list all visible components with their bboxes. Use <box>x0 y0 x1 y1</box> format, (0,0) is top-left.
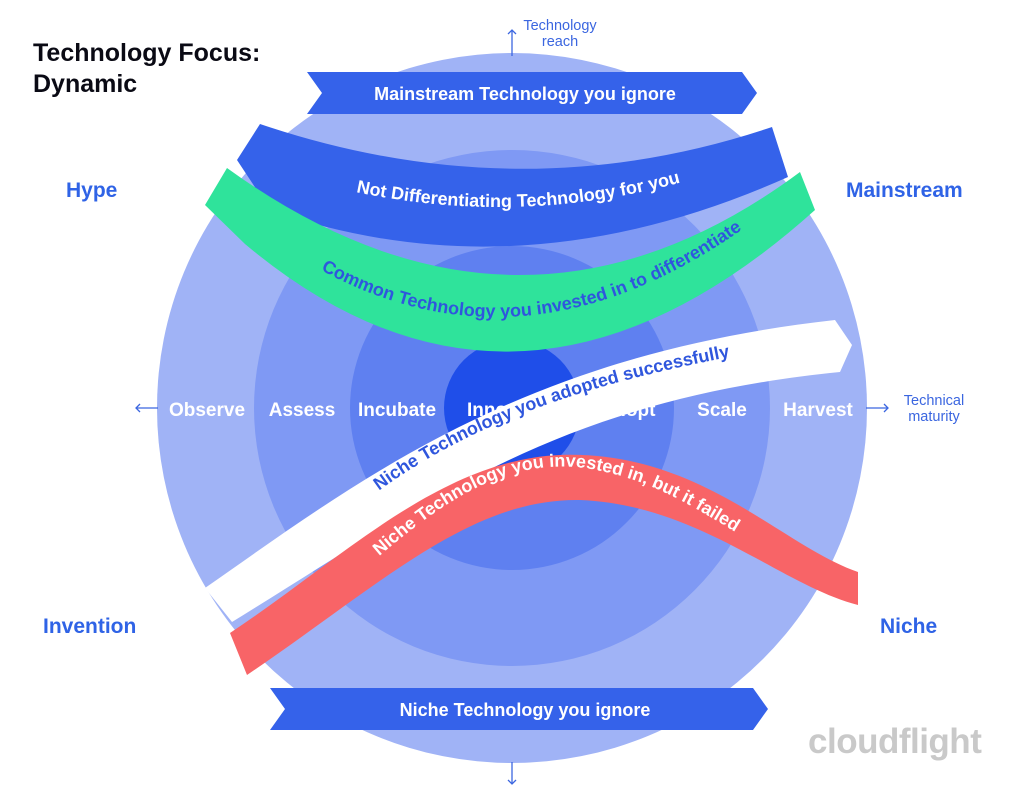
quadrant-label-mainstream: Mainstream <box>846 179 963 202</box>
ring-label-observe: Observe <box>169 400 245 421</box>
quadrant-label-niche: Niche <box>880 615 938 638</box>
ring-label-scale: Scale <box>697 400 747 421</box>
axis-arrows <box>135 29 889 785</box>
band-not-differentiating <box>237 124 788 247</box>
band-mainstream-ignore-label: Mainstream Technology you ignore <box>374 84 676 104</box>
arrow-up-head <box>507 29 517 35</box>
band-niche-ignore <box>270 688 768 730</box>
axis-label-technical-maturity-line1: Technical <box>903 393 965 409</box>
band-niche-adopted <box>205 320 852 622</box>
page-title: Technology Focus: Dynamic <box>33 38 260 100</box>
arrow-down-head <box>507 779 517 785</box>
axis-label-technology-reach: Technology reach <box>505 18 615 50</box>
axis-label-technical-maturity-line2: maturity <box>908 409 960 425</box>
axis-label-technical-maturity: Technical maturity <box>884 393 984 425</box>
ring-label-assess: Assess <box>269 400 336 421</box>
cloudflight-logo: cloudflight <box>808 722 982 761</box>
axis-label-technology-reach-line2: reach <box>541 34 579 50</box>
band-niche-failed <box>230 454 858 675</box>
band-common-differentiate <box>205 168 815 352</box>
arrow-right-head <box>883 403 889 413</box>
axis-label-technology-reach-line1: Technology <box>523 18 597 34</box>
band-niche-ignore-label: Niche Technology you ignore <box>400 700 651 720</box>
ring-label-incubate: Incubate <box>358 400 436 421</box>
quadrant-label-invention: Invention <box>43 615 137 638</box>
band-mainstream-ignore <box>307 72 757 114</box>
page-title-line2: Dynamic <box>33 70 138 98</box>
page-title-line1: Technology Focus: <box>33 39 261 67</box>
quadrant-label-hype: Hype <box>66 179 118 202</box>
arrow-left-head <box>135 403 141 413</box>
ring-label-harvest: Harvest <box>783 400 853 421</box>
